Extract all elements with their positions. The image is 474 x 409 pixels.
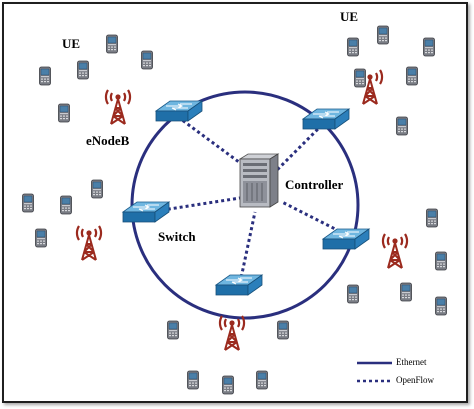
phone-icon — [187, 370, 199, 390]
phone-icon — [435, 251, 447, 271]
ue-label-left: UE — [62, 36, 81, 51]
phone-icon — [106, 34, 118, 54]
switch-icon-left — [122, 201, 170, 223]
switch-icon-right — [322, 228, 370, 250]
phone-icon — [39, 66, 51, 86]
phone-icon — [400, 282, 412, 302]
openflow-links — [149, 115, 346, 284]
ethernet-ring — [130, 90, 360, 320]
phone-icon — [435, 296, 447, 316]
phone-icon — [35, 228, 47, 248]
switch-label: Switch — [158, 229, 196, 244]
phone-icon — [347, 37, 359, 57]
tower-icon-right — [381, 232, 409, 270]
legend-ethernet-label: Ethernet — [396, 357, 427, 367]
switch-icon-bottom — [215, 274, 263, 296]
phone-icon — [354, 68, 366, 88]
legend-openflow-label: OpenFlow — [396, 375, 434, 385]
enodeb-label: eNodeB — [86, 133, 130, 148]
ue-label-right: UE — [340, 9, 359, 24]
phone-icon — [256, 370, 268, 390]
phone-icon — [347, 284, 359, 304]
phone-icon — [22, 193, 34, 213]
phone-icon — [167, 320, 179, 340]
phone-icon — [377, 25, 389, 45]
diagram-frame — [2, 2, 468, 403]
phone-icon — [77, 60, 89, 80]
phone-icon — [91, 179, 103, 199]
phone-icon — [222, 375, 234, 395]
server-icon — [238, 153, 280, 208]
phone-icon — [426, 208, 438, 228]
tower-icon-bottom — [218, 314, 246, 352]
phone-icon — [423, 37, 435, 57]
phone-icon — [60, 195, 72, 215]
tower-icon-top-left — [104, 88, 132, 126]
controller-label: Controller — [285, 177, 344, 192]
phone-icon — [406, 66, 418, 86]
phone-icon — [141, 50, 153, 70]
tower-icon-left — [75, 224, 103, 262]
switch-icon-top-left — [155, 100, 203, 122]
phone-icon — [396, 116, 408, 136]
phone-icon — [277, 320, 289, 340]
phone-icon — [58, 103, 70, 123]
